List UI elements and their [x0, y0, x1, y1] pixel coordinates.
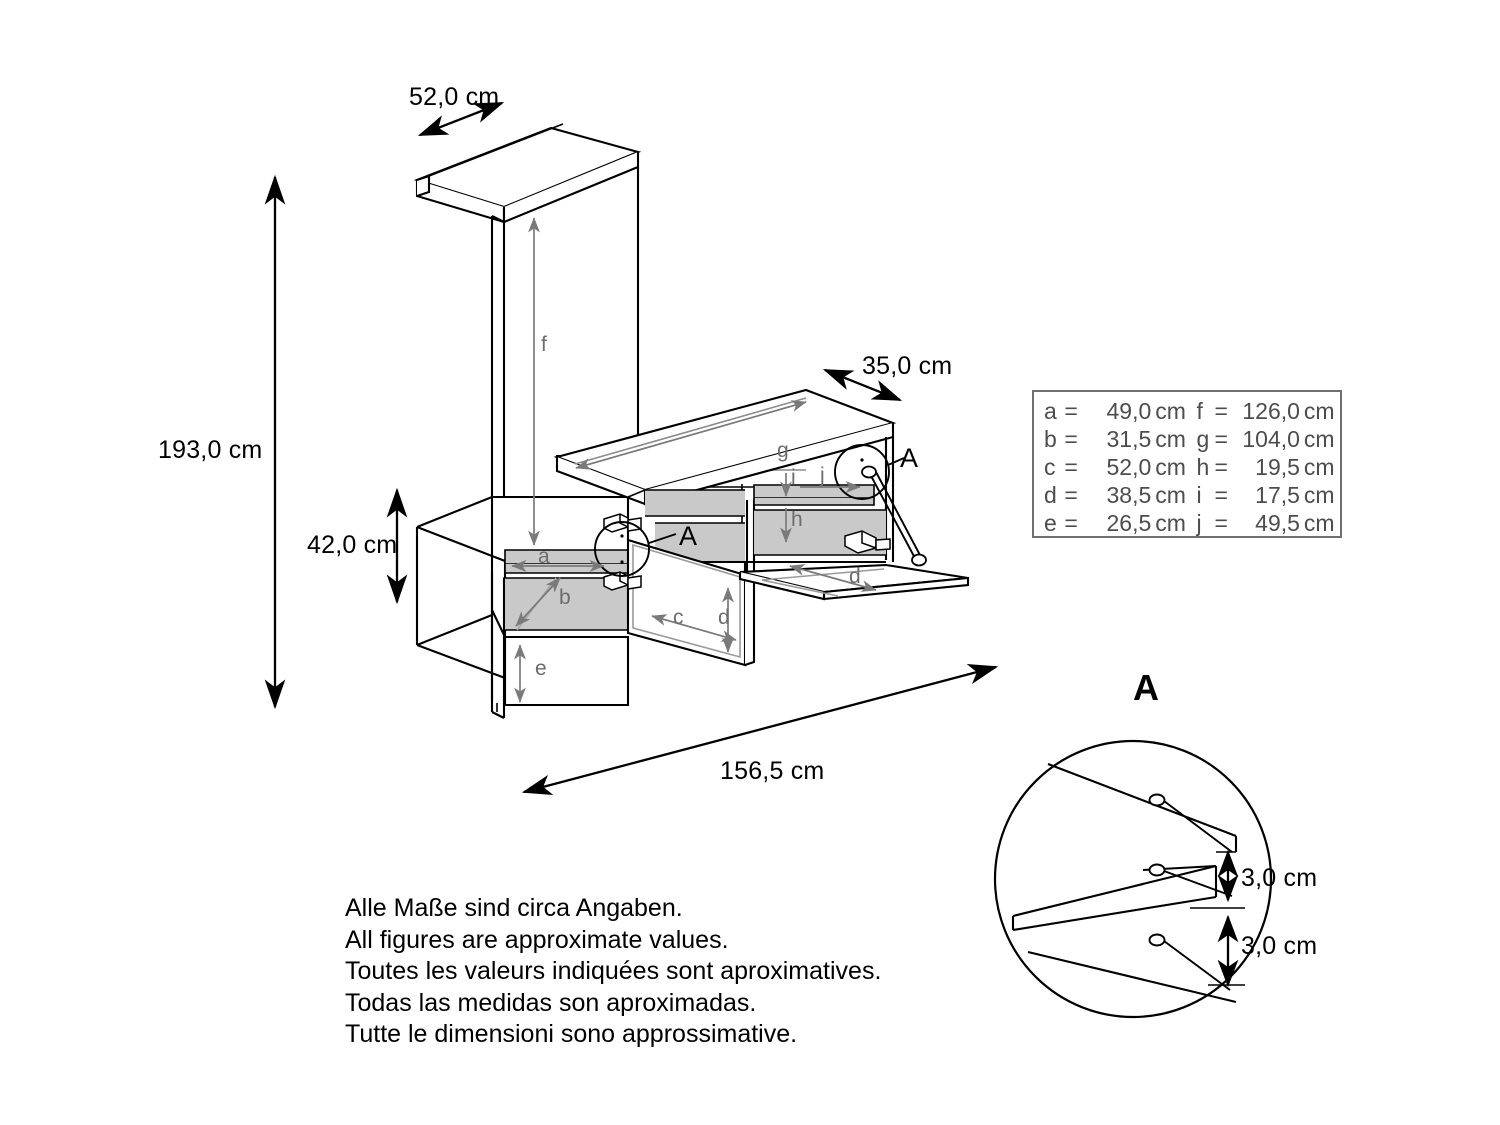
part-label-c: c: [673, 606, 684, 629]
legend-eq: =: [1064, 454, 1078, 480]
legend-val-a: 49,0: [1106, 398, 1152, 424]
legend-val-g: 104,0: [1242, 426, 1300, 452]
legend-key-a: a: [1044, 398, 1057, 424]
legend-val-c: 52,0: [1106, 454, 1152, 480]
note-it: Tutte le dimensioni sono approssimative.: [345, 1020, 798, 1048]
legend-eq: =: [1214, 510, 1228, 536]
legend-key-b: b: [1044, 426, 1057, 452]
dowel-hole-middle: [1148, 863, 1166, 877]
detail-view-title: A: [1133, 667, 1159, 708]
part-label-d-front: d: [718, 606, 730, 629]
legend-unit: cm: [1303, 398, 1335, 424]
legend-eq: =: [1064, 426, 1078, 452]
detail-dim-label-lower: 3,0 cm: [1241, 932, 1318, 960]
legend-eq: =: [1064, 482, 1078, 508]
legend-key-h: h: [1196, 454, 1210, 480]
legend-eq: =: [1064, 510, 1078, 536]
dim-label-width-top: 52,0 cm: [409, 83, 500, 111]
note-fr: Toutes les valeurs indiquées sont aproxi…: [345, 957, 882, 985]
detail-fixing-points: [1148, 793, 1233, 991]
legend-unit: cm: [1303, 482, 1335, 508]
gas-strut: [861, 465, 927, 567]
legend-unit: cm: [1155, 454, 1186, 480]
legend-row: a = 49,0 cm f = 126,0 cm: [1044, 398, 1340, 426]
detail-dimension-lines: [1190, 849, 1245, 988]
legend-key-f: f: [1196, 398, 1203, 424]
part-label-b: b: [559, 586, 571, 609]
dim-label-width-total: 156,5 cm: [720, 757, 825, 785]
part-label-d-flap: d: [849, 565, 861, 588]
legend-val-i: 17,5: [1255, 482, 1300, 508]
legend-key-i: i: [1196, 482, 1202, 508]
approximate-values-notes: Alle Maße sind circa Angaben. All figure…: [345, 893, 965, 1051]
legend-eq: =: [1064, 398, 1078, 424]
legend-key-d: d: [1044, 482, 1057, 508]
legend-val-e: 26,5: [1106, 510, 1152, 536]
legend-unit: cm: [1303, 454, 1335, 480]
part-label-j: j: [820, 464, 825, 487]
legend-row: c = 52,0 cm h = 19,5 cm: [1044, 454, 1340, 482]
detail-dim-label-upper: 3,0 cm: [1241, 864, 1318, 892]
arrow-b: [515, 577, 561, 627]
part-label-e: e: [535, 657, 547, 680]
dimension-lines: [264, 101, 999, 795]
callout-label-left: A: [679, 521, 698, 551]
legend-unit: cm: [1155, 510, 1186, 536]
detail-circle-boundary: [993, 739, 1273, 1019]
dimension-legend-box: a = 49,0 cm f = 126,0 cm b = 31,5 cm g =…: [1032, 390, 1342, 538]
legend-table: a = 49,0 cm f = 126,0 cm b = 31,5 cm g =…: [1044, 398, 1340, 538]
legend-unit: cm: [1155, 398, 1186, 424]
detail-shelf-geometry: [1011, 763, 1238, 1004]
legend-row: d = 38,5 cm i = 17,5 cm: [1044, 482, 1340, 510]
legend-val-f: 126,0: [1242, 398, 1300, 424]
legend-val-d: 38,5: [1106, 482, 1152, 508]
part-label-i: i: [791, 466, 796, 489]
callout-label-right: A: [900, 443, 919, 473]
legend-val-h: 19,5: [1255, 454, 1300, 480]
dim-35-line: [822, 368, 903, 402]
legend-eq: =: [1214, 454, 1228, 480]
dim-label-height-total: 193,0 cm: [158, 436, 263, 464]
legend-eq: =: [1214, 426, 1228, 452]
callout-circle-right: [834, 444, 905, 500]
legend-row: e = 26,5 cm j = 49,5 cm: [1044, 510, 1340, 538]
legend-unit: cm: [1303, 426, 1335, 452]
legend-unit: cm: [1155, 426, 1186, 452]
flap-bracket: [844, 530, 891, 554]
dim-52-line: [417, 101, 505, 137]
part-label-f: f: [541, 333, 547, 356]
legend-row: b = 31,5 cm g = 104,0 cm: [1044, 426, 1340, 454]
legend-unit: cm: [1303, 510, 1335, 536]
arrow-c: [651, 614, 737, 642]
legend-key-j: j: [1196, 510, 1202, 536]
part-dimension-arrows: [511, 217, 877, 703]
dim-label-depth: 35,0 cm: [862, 352, 953, 380]
callout-circle-left: [594, 521, 677, 577]
part-label-h: h: [791, 508, 803, 531]
note-de: Alle Maße sind circa Angaben.: [345, 894, 683, 922]
note-es: Todas las medidas son aproximadas.: [345, 988, 757, 1017]
dim-1565-line: [521, 664, 999, 795]
legend-key-g: g: [1196, 426, 1210, 452]
part-label-a: a: [538, 545, 550, 568]
legend-key-c: c: [1044, 454, 1056, 480]
note-en: All figures are approximate values.: [345, 925, 729, 954]
arrow-g: [575, 400, 807, 470]
legend-val-j: 49,5: [1255, 510, 1300, 536]
legend-eq: =: [1214, 482, 1228, 508]
legend-unit: cm: [1155, 482, 1186, 508]
legend-eq: =: [1214, 398, 1228, 424]
dim-label-height-lower: 42,0 cm: [307, 531, 398, 559]
legend-val-b: 31,5: [1106, 426, 1152, 452]
legend-key-e: e: [1044, 510, 1057, 536]
dowel-hole-lower: [1148, 933, 1166, 947]
arrow-d-flap: [789, 564, 877, 592]
dowel-hole-upper: [1148, 793, 1166, 807]
part-label-g: g: [777, 439, 789, 462]
